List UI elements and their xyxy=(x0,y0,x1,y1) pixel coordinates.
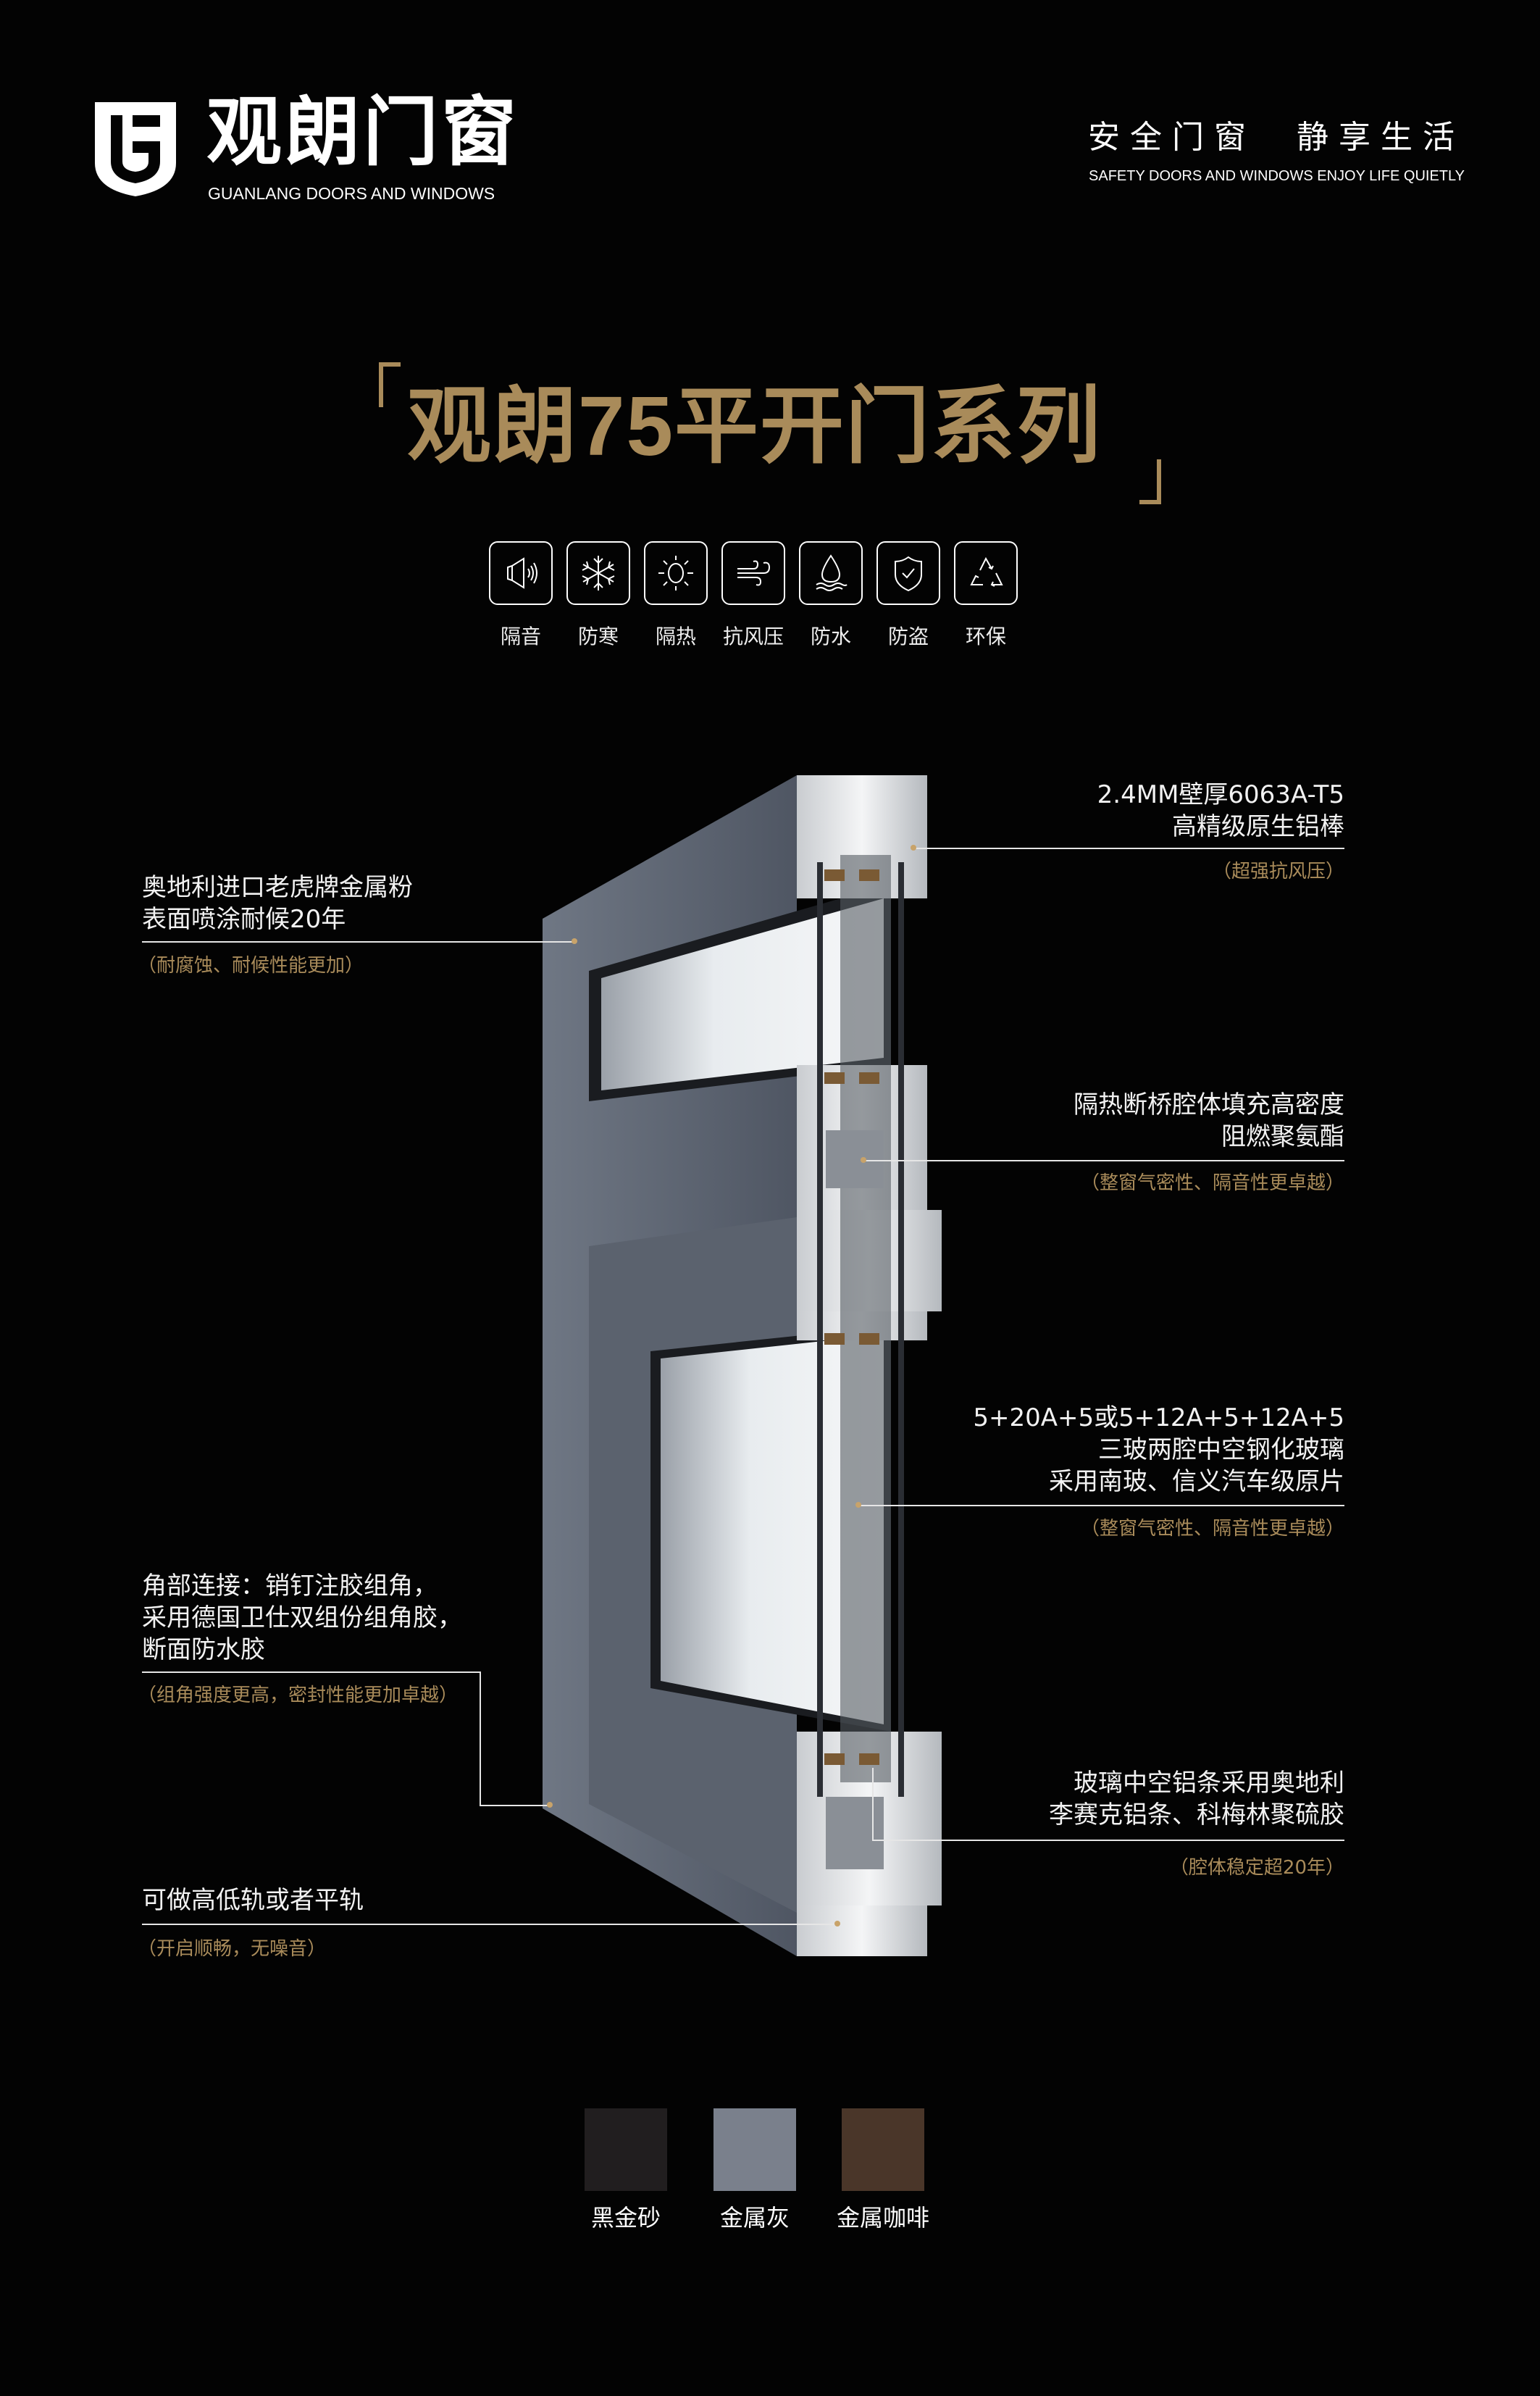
annotation-leader-line xyxy=(863,1160,1344,1161)
brand-name: 观朗门窗 xyxy=(206,88,520,176)
feature-cold-proof: 防寒 xyxy=(566,541,630,650)
brand-logo-icon xyxy=(95,102,176,196)
annotation-text: 玻璃中空铝条采用奥地利 xyxy=(1074,1769,1344,1798)
shield-check-icon xyxy=(895,556,922,592)
annotation-leader-line xyxy=(142,1924,837,1925)
annotation-coating: 奥地利进口老虎牌金属粉表面喷涂耐候20年 xyxy=(142,872,413,935)
wind-icon xyxy=(737,560,771,586)
annotation-dot xyxy=(572,938,577,944)
feature-label: 防盗 xyxy=(887,625,929,648)
door-profile-illustration xyxy=(543,775,942,1956)
color-label: 金属灰 xyxy=(719,2204,790,2232)
annotation-glass: 5+20A+5或5+12A+5+12A+5 三玻两腔中空钢化玻璃采用南玻、信义汽车… xyxy=(973,1402,1344,1498)
feature-soundproof: 隔音 xyxy=(489,541,553,650)
annotation-text: 5+20A+5或5+12A+5+12A+5 xyxy=(973,1403,1344,1432)
annotation-spacer: 玻璃中空铝条采用奥地利李赛克铝条、科梅林聚硫胶 xyxy=(1049,1767,1344,1831)
annotation-text: 采用德国卫仕双组份组角胶， xyxy=(142,1603,462,1632)
annotation-leader-line xyxy=(480,1805,550,1806)
annotation-corner-joint: 角部连接：销钉注胶组角， 采用德国卫仕双组份组角胶， 断面防水胶 xyxy=(142,1570,462,1666)
recycle-icon xyxy=(970,556,1003,587)
annotation-note: （超强抗风压） xyxy=(1212,861,1344,882)
speaker-icon xyxy=(507,557,537,589)
feature-wind-resistance: 抗风压 xyxy=(721,541,785,650)
annotation-leader-line xyxy=(872,1768,874,1840)
annotation-text: 阻燃聚氨酯 xyxy=(1221,1122,1344,1151)
feature-waterproof: 防水 xyxy=(799,541,863,650)
feature-label: 隔热 xyxy=(655,625,696,648)
annotation-note: （整窗气密性、隔音性更卓越） xyxy=(1080,1518,1344,1540)
feature-anti-theft: 防盗 xyxy=(876,541,940,650)
annotation-leader-line xyxy=(142,941,574,943)
annotation-text: 隔热断桥腔体填充高密度 xyxy=(1074,1090,1344,1119)
slogan-en: SAFETY DOORS AND WINDOWS ENJOY LIFE QUIE… xyxy=(1089,168,1465,184)
annotation-leader-line xyxy=(858,1505,1344,1506)
annotation-profile: 2.4MM壁厚6063A-T5 高精级原生铝棒 xyxy=(1097,779,1344,843)
annotation-text: 角部连接：销钉注胶组角， xyxy=(142,1571,438,1600)
annotation-note: （组角强度更高，密封性能更加卓越） xyxy=(138,1685,459,1706)
annotation-text: 2.4MM壁厚6063A-T5 xyxy=(1097,780,1344,809)
color-label: 黑金砂 xyxy=(590,2204,661,2232)
color-swatch-gray xyxy=(713,2108,796,2191)
page-title: 观朗75平开门系列 xyxy=(407,379,1102,473)
annotation-text: 表面喷涂耐候20年 xyxy=(142,905,346,934)
annotation-text: 断面防水胶 xyxy=(142,1635,265,1664)
annotation-text: 采用南玻、信义汽车级原片 xyxy=(1049,1467,1344,1496)
feature-label: 抗风压 xyxy=(722,625,784,648)
annotation-text: 可做高低轨或者平轨 xyxy=(142,1886,364,1915)
color-swatch-black xyxy=(585,2108,667,2191)
feature-label: 防寒 xyxy=(577,625,619,648)
feature-label: 环保 xyxy=(965,625,1006,648)
annotation-text: 李赛克铝条、科梅林聚硫胶 xyxy=(1049,1800,1344,1829)
annotation-text: 奥地利进口老虎牌金属粉 xyxy=(142,873,413,902)
annotation-note: （腔体稳定超20年） xyxy=(1169,1857,1344,1879)
annotation-thermal-break: 隔热断桥腔体填充高密度阻燃聚氨酯 xyxy=(1074,1089,1344,1153)
sun-icon xyxy=(658,556,693,590)
annotation-leader-line xyxy=(142,1671,480,1673)
title-bracket-right xyxy=(1139,459,1161,504)
color-swatch-coffee xyxy=(842,2108,924,2191)
annotation-note: （耐腐蚀、耐候性能更加） xyxy=(138,955,364,977)
title-bracket-left xyxy=(379,362,401,407)
annotation-dot xyxy=(855,1502,861,1508)
annotation-dot xyxy=(834,1921,840,1927)
annotation-text: 高精级原生铝棒 xyxy=(1172,812,1344,841)
annotation-leader-line xyxy=(913,848,1344,849)
annotation-dot xyxy=(547,1802,553,1808)
annotation-text: 三玻两腔中空钢化玻璃 xyxy=(1098,1435,1344,1464)
feature-label: 隔音 xyxy=(500,625,541,648)
snowflake-icon xyxy=(582,556,615,590)
annotation-leader-line xyxy=(872,1840,1344,1841)
color-label: 金属咖啡 xyxy=(836,2204,929,2232)
annotation-rail: 可做高低轨或者平轨 xyxy=(142,1884,364,1916)
feature-eco: 环保 xyxy=(954,541,1018,650)
feature-label: 防水 xyxy=(810,625,851,648)
feature-heat-insulation: 隔热 xyxy=(644,541,708,650)
annotation-dot xyxy=(861,1157,866,1163)
brand-name-en: GUANLANG DOORS AND WINDOWS xyxy=(208,184,495,203)
annotation-dot xyxy=(911,845,916,851)
annotation-note: （整窗气密性、隔音性更卓越） xyxy=(1080,1172,1344,1194)
slogan: 安全门窗 静享生活 xyxy=(1088,119,1465,156)
annotation-note: （开启顺畅，无噪音） xyxy=(138,1938,327,1960)
water-drop-icon xyxy=(816,554,848,591)
annotation-leader-line xyxy=(480,1671,481,1806)
